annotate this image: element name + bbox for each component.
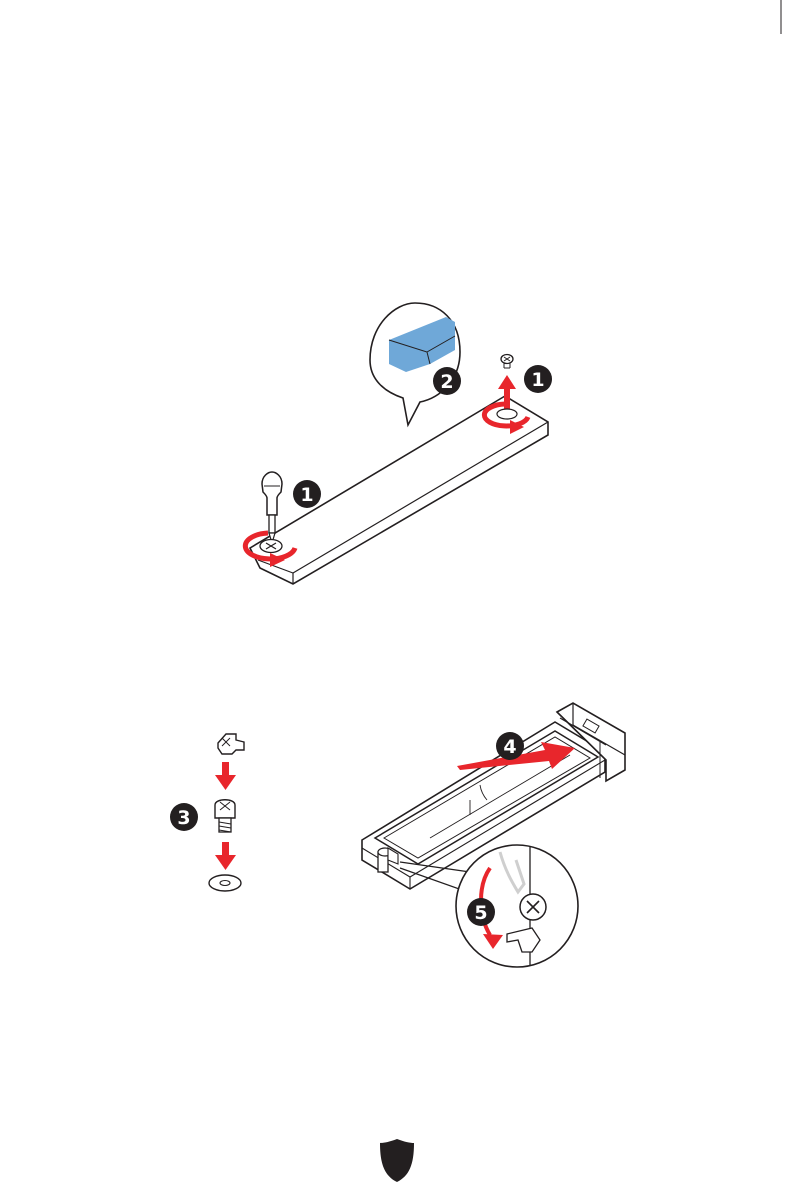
arrow-down-2 bbox=[215, 842, 236, 870]
standoff-icon bbox=[215, 800, 235, 832]
washer-icon bbox=[209, 875, 241, 891]
latch-screw-icon bbox=[218, 734, 244, 754]
step-number-4: 4 bbox=[503, 736, 516, 758]
step-number-5: 5 bbox=[474, 902, 487, 924]
step-badge-3: 3 bbox=[170, 803, 198, 831]
step-number-3: 3 bbox=[177, 807, 190, 829]
step-badge-4: 4 bbox=[496, 732, 524, 760]
arrow-down-1 bbox=[215, 762, 236, 790]
step-badge-5: 5 bbox=[467, 898, 495, 926]
shield-logo-icon bbox=[379, 1138, 415, 1183]
